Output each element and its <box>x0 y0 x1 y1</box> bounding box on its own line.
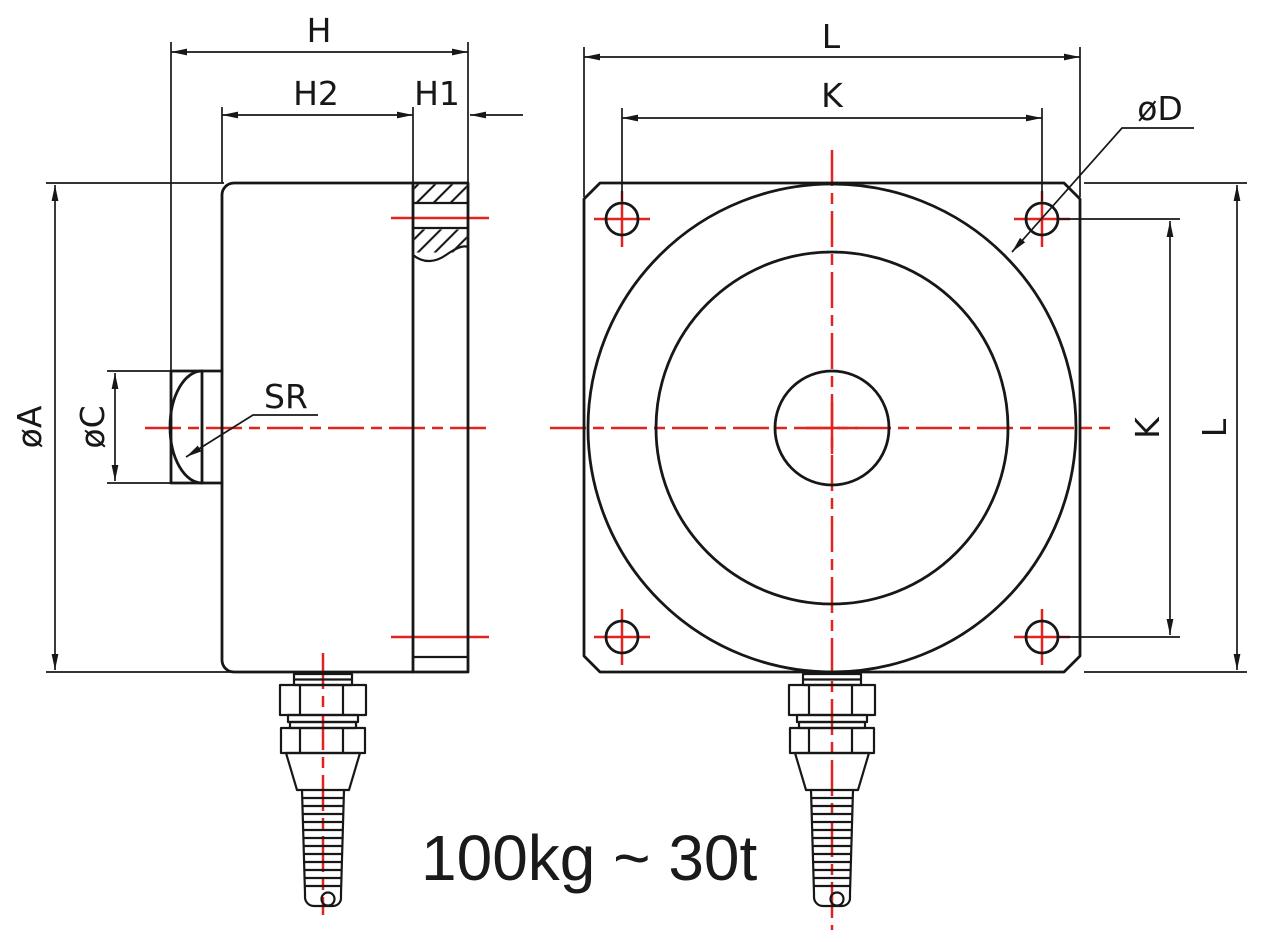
side-view-centerlines <box>145 216 489 915</box>
svg-text:L: L <box>1195 418 1234 437</box>
dim-label-l-right: L <box>1195 418 1234 437</box>
inner-ring-circle <box>654 250 1010 606</box>
dim-label-h2: H2 <box>293 74 339 113</box>
capacity-range-label: 100kg ~ 30t <box>421 822 758 894</box>
svg-text:K: K <box>1128 416 1167 439</box>
load-button <box>168 369 224 485</box>
front-view: L K øD K L <box>550 17 1247 930</box>
bolt-hole-bottom-left <box>604 619 640 655</box>
section-break-line <box>411 245 470 263</box>
dim-label-phi-d: øD <box>1137 89 1183 128</box>
body-outline-circle <box>586 182 1078 674</box>
side-view: H H2 H1 øA øC SR <box>10 11 523 915</box>
dim-label-k-top: K <box>821 76 844 115</box>
svg-text:øC: øC <box>73 405 112 448</box>
dim-label-k-right: K <box>1128 416 1167 439</box>
dim-label-sr: SR <box>264 377 308 416</box>
flange-section-lines <box>411 201 470 659</box>
dim-label-l-top: L <box>822 17 841 56</box>
dim-label-h1: H1 <box>414 74 460 113</box>
dim-label-phi-c: øC <box>73 405 112 448</box>
bolt-hole-top-left <box>604 201 640 237</box>
dim-label-phi-a: øA <box>10 405 49 448</box>
center-hole-circle <box>773 369 891 487</box>
svg-text:øA: øA <box>10 405 49 448</box>
dim-label-h: H <box>307 11 332 50</box>
flange-section-hatch <box>414 184 467 253</box>
